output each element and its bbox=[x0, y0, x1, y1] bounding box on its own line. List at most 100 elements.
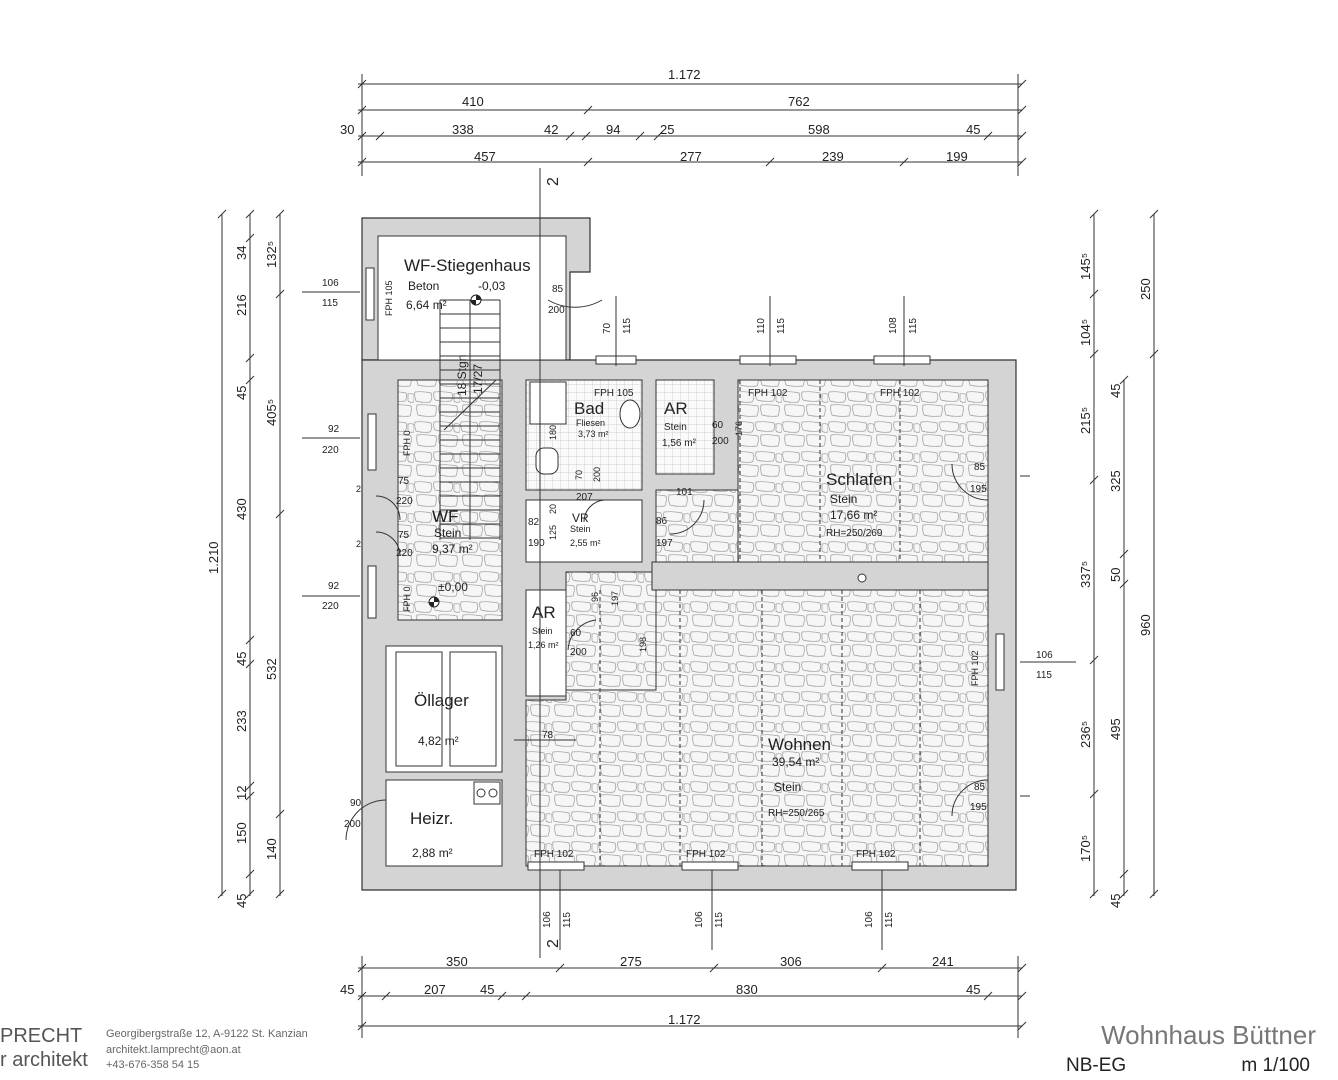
win-115-b2: 115 bbox=[714, 912, 725, 928]
section-mark-bottom: 2 bbox=[545, 939, 562, 948]
section-mark-top: 2 bbox=[545, 177, 562, 186]
room-interiors bbox=[377, 235, 989, 867]
dim-left-233: 233 bbox=[234, 710, 249, 732]
dim-left-34: 34 bbox=[234, 246, 249, 260]
open-195-b: 195 bbox=[970, 802, 987, 813]
dim-left-216: 216 bbox=[234, 294, 249, 316]
fph-105-stair: FPH 105 bbox=[384, 280, 394, 316]
dim-top-239: 239 bbox=[822, 149, 844, 164]
open-220-c: 220 bbox=[396, 496, 413, 507]
dim-top-30: 30 bbox=[340, 122, 354, 137]
label-wohnen-rh: RH=250/265 bbox=[768, 808, 825, 819]
fph-105-bad: FPH 105 bbox=[594, 388, 634, 399]
label-ar1-material: Stein bbox=[664, 422, 687, 433]
win-106-b2: 106 bbox=[694, 911, 705, 928]
misc-190: 190 bbox=[528, 538, 545, 549]
open-220-d: 220 bbox=[396, 548, 413, 559]
room-labels: WF-Stiegenhaus Beton -0,03 6,64 m² Bad F… bbox=[404, 256, 892, 860]
plan-details bbox=[345, 267, 1005, 871]
open-200-a: 200 bbox=[548, 305, 565, 316]
dim-top-277: 277 bbox=[680, 149, 702, 164]
label-stiegenhaus-area: 6,64 m² bbox=[406, 298, 447, 312]
dim-top-762: 762 bbox=[788, 94, 810, 109]
dimension-lines bbox=[217, 74, 1159, 1038]
label-stiegenhaus-material: Beton bbox=[408, 279, 439, 293]
dim-right-960: 960 bbox=[1138, 614, 1153, 636]
open-195-a: 195 bbox=[970, 484, 987, 495]
open-86: 86 bbox=[656, 516, 668, 527]
misc-180: 180 bbox=[548, 425, 558, 440]
fph-102-bottom3: FPH 102 bbox=[856, 849, 896, 860]
label-stiegenhaus-level: -0,03 bbox=[478, 279, 506, 293]
firm-email: architekt.lamprecht@aon.at bbox=[106, 1044, 241, 1056]
room-ar2 bbox=[525, 589, 567, 697]
firm-address: Georgibergstraße 12, A-9122 St. Kanzian bbox=[106, 1028, 308, 1040]
open-200-d: 200 bbox=[570, 647, 587, 658]
dim-bottom-306: 306 bbox=[780, 954, 802, 969]
firm-name-line1: PRECHT bbox=[0, 1025, 83, 1047]
open-92-a: 92 bbox=[328, 424, 340, 435]
top-dimension-labels: 1.172 410 762 30 338 42 94 25 598 45 457… bbox=[340, 67, 980, 164]
open-90: 90 bbox=[350, 798, 362, 809]
dim-right-337: 337⁵ bbox=[1078, 561, 1093, 588]
open-75-b: 75 bbox=[398, 530, 410, 541]
floor-label: NB-EG bbox=[1066, 1055, 1127, 1076]
dim-left-total: 1.210 bbox=[206, 541, 221, 574]
label-wohnen-area: 39,54 m² bbox=[772, 755, 819, 769]
win-106-b1: 106 bbox=[542, 911, 553, 928]
win-106-b3: 106 bbox=[864, 911, 875, 928]
dim-top-410: 410 bbox=[462, 94, 484, 109]
label-stiegenhaus: WF-Stiegenhaus bbox=[404, 256, 531, 275]
open-106-b: 106 bbox=[1036, 650, 1053, 661]
misc-20: 20 bbox=[548, 504, 558, 514]
label-ar1: AR bbox=[664, 399, 688, 418]
misc-197: 197 bbox=[610, 591, 620, 606]
label-oellager: Öllager bbox=[414, 691, 469, 710]
misc-78: 78 bbox=[542, 730, 554, 741]
misc-2b: 2 bbox=[356, 539, 361, 549]
room-hall bbox=[565, 571, 657, 691]
open-85-c: 85 bbox=[974, 782, 986, 793]
label-ar2: AR bbox=[532, 603, 556, 622]
dim-right-104: 104⁵ bbox=[1078, 319, 1093, 346]
label-heizr: Heizr. bbox=[410, 809, 453, 828]
misc-2a: 2 bbox=[356, 484, 361, 494]
label-wf-material: Stein bbox=[434, 526, 461, 540]
win-115-b1: 115 bbox=[562, 912, 573, 928]
dim-top-94: 94 bbox=[606, 122, 620, 137]
open-220-b: 220 bbox=[322, 601, 339, 612]
dim-right-145: 145⁵ bbox=[1078, 253, 1093, 280]
dim-right-236: 236⁵ bbox=[1078, 721, 1093, 748]
dim-bottom-45b: 45 bbox=[480, 982, 494, 997]
label-bad-material: Fliesen bbox=[576, 418, 605, 428]
label-heizr-area: 2,88 m² bbox=[412, 846, 453, 860]
project-title: Wohnhaus Büttner bbox=[1101, 1020, 1316, 1050]
misc-125: 125 bbox=[548, 525, 558, 540]
win-115-b: 115 bbox=[776, 318, 787, 334]
open-220-a: 220 bbox=[322, 445, 339, 456]
dim-left-45a: 45 bbox=[234, 386, 249, 400]
label-schlafen-material: Stein bbox=[830, 492, 857, 506]
dim-top-42: 42 bbox=[544, 122, 558, 137]
win-115-c: 115 bbox=[908, 318, 919, 334]
label-stairs-count: 18 Stgn bbox=[455, 355, 469, 396]
label-bad: Bad bbox=[574, 399, 604, 418]
level-marker-upper bbox=[470, 294, 482, 306]
dim-left-12: 12 bbox=[234, 786, 249, 800]
dim-bottom-45a: 45 bbox=[340, 982, 354, 997]
misc-82: 82 bbox=[528, 517, 540, 528]
dim-left-430: 430 bbox=[234, 498, 249, 520]
dim-right-495: 495 bbox=[1108, 718, 1123, 740]
fph-0-lower: FPH 0 bbox=[402, 586, 412, 612]
dim-left-405: 405⁵ bbox=[264, 399, 279, 426]
misc-70: 70 bbox=[574, 470, 584, 480]
open-197: 197 bbox=[656, 538, 673, 549]
label-schlafen-area: 17,66 m² bbox=[830, 508, 877, 522]
dim-bottom-total: 1.172 bbox=[668, 1012, 701, 1027]
win-108: 108 bbox=[888, 317, 899, 334]
left-dimension-labels: 1.210 34 216 45 430 45 233 12 150 45 132… bbox=[206, 241, 279, 908]
dim-right-50: 50 bbox=[1108, 568, 1123, 582]
dim-bottom-830: 830 bbox=[736, 982, 758, 997]
open-200-b: 200 bbox=[344, 819, 361, 830]
dim-left-140: 140 bbox=[264, 838, 279, 860]
